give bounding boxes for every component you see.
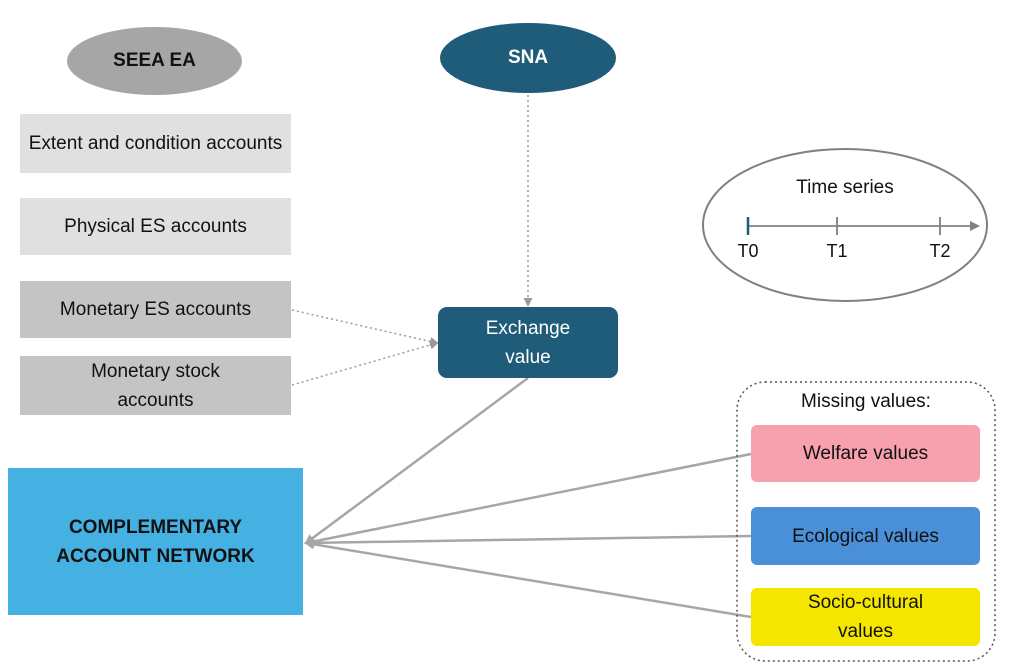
missing-values-title: Missing values: [801,391,931,412]
edge-welfare-to-can [304,452,752,547]
seea-ea-label: SEEA EA [113,50,196,71]
timeline-label-t2: T2 [929,240,951,261]
edge-monetary-es-to-exchange [291,309,439,346]
missing-values-container [736,381,996,662]
socio-cultural-values-box: Socio-cultural values [751,588,980,646]
extent-condition-accounts-label: Extent and condition accounts [28,133,283,154]
physical-es-accounts-box: Physical ES accounts [20,198,291,255]
complementary-account-network-label: COMPLEMENTARY ACCOUNT NETWORK [56,516,255,567]
exchange-value-box: Exchange value [438,307,618,378]
monetary-es-accounts-label: Monetary ES accounts [59,299,252,320]
time-series-title: Time series [796,177,894,198]
edge-ecological-to-can [304,534,752,548]
edge-exchange-to-can [304,376,529,545]
sna-node: SNA [440,23,616,93]
extent-condition-accounts-box: Extent and condition accounts [20,114,291,173]
timeline-label-t0: T0 [737,240,759,261]
timeline-label-t1: T1 [826,240,848,261]
ecological-values-box: Ecological values [751,507,980,565]
complementary-account-network-box: COMPLEMENTARY ACCOUNT NETWORK [8,468,303,615]
monetary-stock-accounts-label: Monetary stock accounts [91,360,220,411]
edge-monetary-stock-to-exchange [291,340,439,386]
monetary-stock-accounts-box: Monetary stock accounts [20,356,291,415]
seea-ea-node: SEEA EA [67,27,242,95]
welfare-values-label: Welfare values [802,443,929,464]
edge-socio-to-can [304,539,752,619]
welfare-values-box: Welfare values [751,425,980,482]
time-series-ellipse [702,148,988,302]
exchange-value-label: Exchange value [485,317,571,368]
socio-cultural-values-label: Socio-cultural values [807,592,924,642]
physical-es-accounts-label: Physical ES accounts [64,216,247,237]
sna-label: SNA [507,47,549,68]
ecological-values-label: Ecological values [792,525,939,547]
monetary-es-accounts-box: Monetary ES accounts [20,281,291,338]
